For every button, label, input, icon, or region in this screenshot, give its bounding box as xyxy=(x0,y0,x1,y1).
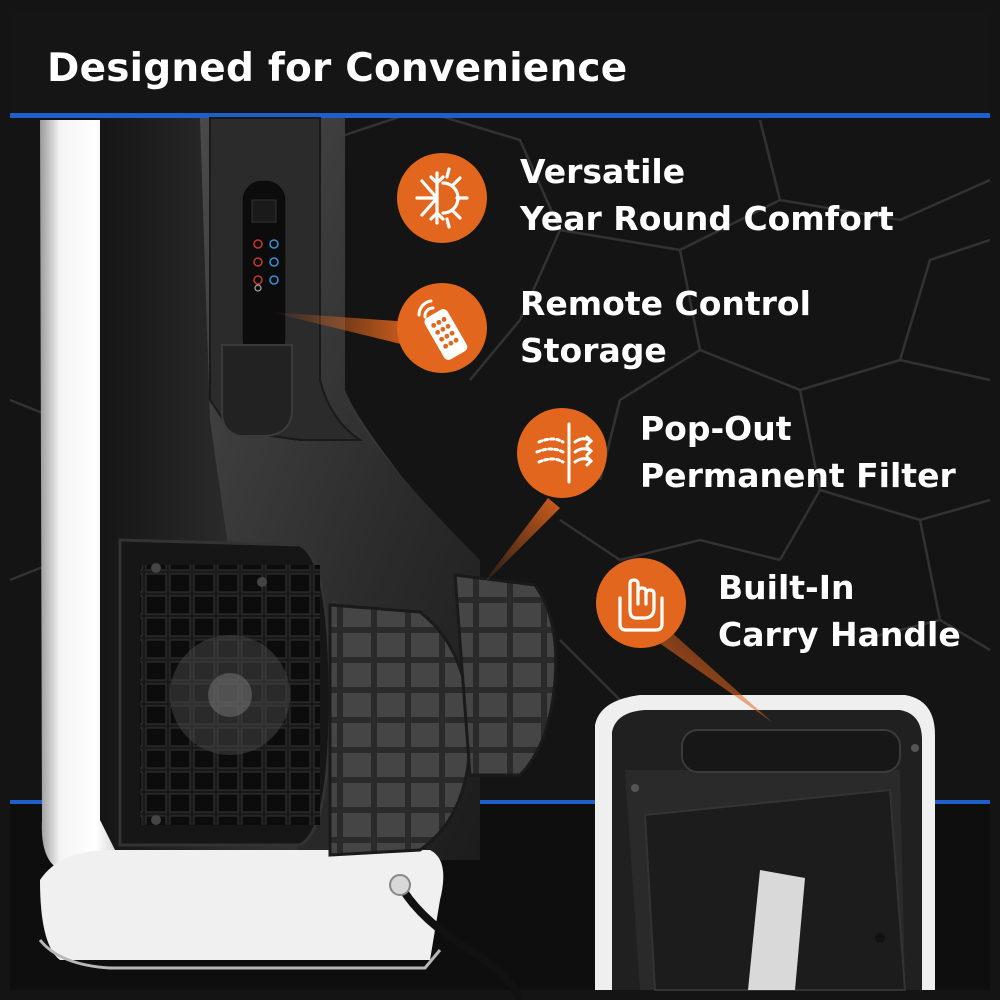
feature-line-2: Storage xyxy=(520,331,667,370)
feature-line-1: Remote Control xyxy=(520,284,811,323)
feature-label-year-round: Versatile Year Round Comfort xyxy=(520,148,894,242)
pointer-remote xyxy=(270,312,410,345)
pointer-handle xyxy=(638,622,772,722)
air-filter-icon xyxy=(535,422,594,484)
feature-line-1: Versatile xyxy=(520,152,686,191)
feature-line-1: Pop-Out xyxy=(640,409,792,448)
feature-icon-badge xyxy=(596,558,686,648)
carry-handle-grip xyxy=(681,729,901,773)
feature-label-remote-storage: Remote Control Storage xyxy=(520,280,811,374)
filter-front xyxy=(328,603,472,857)
header-bar xyxy=(10,10,990,118)
hand-handle-icon xyxy=(618,578,664,632)
feature-line-2: Year Round Comfort xyxy=(520,199,894,238)
feature-line-2: Permanent Filter xyxy=(640,456,956,495)
filter-rear xyxy=(453,573,558,777)
snowflake-sun-icon xyxy=(415,167,469,229)
remote-control-icon xyxy=(417,299,468,360)
feature-icon-badge xyxy=(517,408,607,498)
feature-icon-badge xyxy=(397,283,487,373)
page-title: Designed for Convenience xyxy=(47,46,628,91)
header-accent-line xyxy=(10,113,990,118)
pointer-filter xyxy=(478,498,560,590)
feature-icon-badge xyxy=(397,153,487,243)
feature-line-1: Built-In xyxy=(718,568,855,607)
feature-line-2: Carry Handle xyxy=(718,615,961,654)
bottom-accent-line xyxy=(10,800,990,804)
feature-label-carry-handle: Built-In Carry Handle xyxy=(718,564,961,658)
feature-label-filter: Pop-Out Permanent Filter xyxy=(640,405,956,499)
